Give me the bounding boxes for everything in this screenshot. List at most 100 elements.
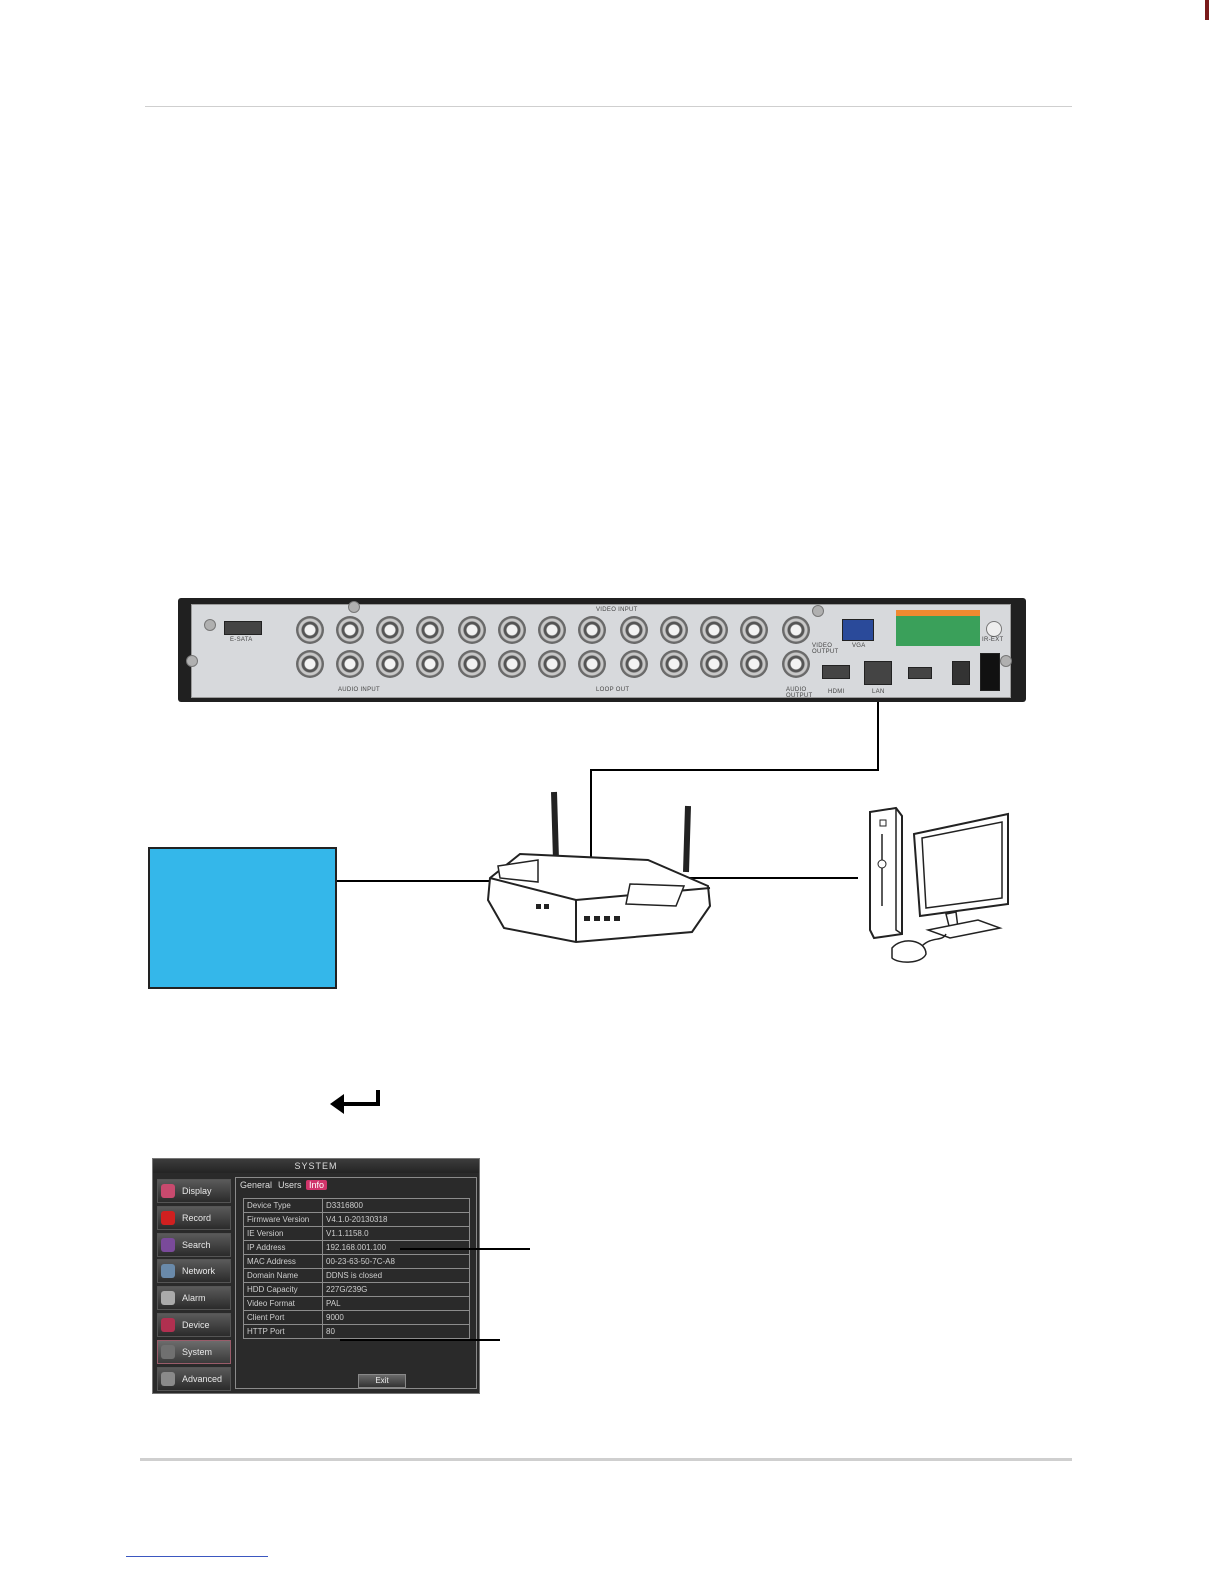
bnc-connector xyxy=(620,650,648,678)
bnc-connector xyxy=(740,650,768,678)
bnc-connector xyxy=(700,616,728,644)
computer-icon xyxy=(869,806,1009,963)
vga-port xyxy=(842,619,874,641)
bnc-connector xyxy=(620,616,648,644)
bnc-connector xyxy=(296,616,324,644)
vga-label: VGA xyxy=(852,643,866,649)
info-key: HDD Capacity xyxy=(243,1282,323,1297)
footer-link-underline[interactable] xyxy=(126,1556,268,1557)
audio-output-label: AUDIO OUTPUT xyxy=(786,687,813,699)
info-value: 80 xyxy=(322,1324,470,1339)
info-value: V1.1.1158.0 xyxy=(322,1226,470,1241)
tab-info[interactable]: Info xyxy=(306,1180,328,1190)
menu-label: Alarm xyxy=(182,1293,206,1304)
usb-port xyxy=(908,667,932,679)
lan-cable-line xyxy=(590,769,592,879)
menu-alarm-button[interactable]: Alarm xyxy=(157,1286,231,1311)
menu-label: Display xyxy=(182,1186,212,1196)
bnc-connector xyxy=(498,650,526,678)
info-value: 9000 xyxy=(322,1310,470,1325)
menu-label: Network xyxy=(182,1266,216,1277)
ir-ext-jack xyxy=(986,621,1002,637)
bnc-connector xyxy=(376,616,404,644)
alarm-icon xyxy=(161,1291,175,1306)
bnc-connector xyxy=(578,650,606,678)
esata-port xyxy=(224,621,262,635)
bnc-connector xyxy=(538,616,566,644)
ir-ext-label: IR-EXT xyxy=(982,637,1004,643)
internet-cable-line xyxy=(335,880,543,882)
info-key: Client Port xyxy=(243,1310,323,1325)
internet-box xyxy=(148,847,337,989)
bnc-connector xyxy=(660,650,688,678)
info-key: Firmware Version xyxy=(243,1212,323,1227)
info-value: PAL xyxy=(322,1296,470,1311)
lan-cable-line xyxy=(590,769,879,771)
menu-search-button[interactable]: Search xyxy=(157,1232,231,1257)
display-icon xyxy=(161,1184,175,1198)
terminal-block xyxy=(896,610,980,646)
enter-key-icon xyxy=(330,1090,380,1114)
menu-network-button[interactable]: Network xyxy=(157,1259,231,1284)
tab-general[interactable]: General xyxy=(240,1180,273,1190)
screw-icon xyxy=(1000,655,1012,667)
advanced-icon xyxy=(161,1371,175,1386)
header-rule xyxy=(145,106,1072,107)
bnc-connector xyxy=(458,616,486,644)
info-value: 227G/239G xyxy=(322,1282,470,1297)
menu-label: System xyxy=(182,1346,213,1357)
bnc-connector xyxy=(538,650,566,678)
menu-system-button[interactable]: System xyxy=(157,1339,231,1364)
bnc-connector xyxy=(578,616,606,644)
menu-device-button[interactable]: Device xyxy=(157,1313,231,1337)
screw-icon xyxy=(204,619,216,631)
system-icon xyxy=(161,1344,175,1359)
bnc-connector xyxy=(416,616,444,644)
menu-label: Advanced xyxy=(182,1373,223,1384)
power-switch xyxy=(980,653,1000,691)
search-icon xyxy=(161,1237,175,1252)
bnc-connector xyxy=(416,650,444,678)
info-value: 00-23-63-50-7C-A8 xyxy=(322,1254,470,1269)
video-output-label: VIDEO OUTPUT xyxy=(812,643,839,655)
info-value: D3316800 xyxy=(322,1198,470,1213)
bnc-connector xyxy=(458,650,486,678)
exit-button[interactable]: Exit xyxy=(358,1374,406,1388)
lan-port xyxy=(864,661,892,685)
tab-users[interactable]: Users xyxy=(278,1180,302,1190)
loop-out-label: LOOP OUT xyxy=(596,687,630,693)
info-key: HTTP Port xyxy=(243,1324,323,1339)
menu-advanced-button[interactable]: Advanced xyxy=(157,1366,231,1391)
bnc-connector xyxy=(336,650,364,678)
bnc-connector xyxy=(660,616,688,644)
hdmi-label: HDMI xyxy=(828,689,845,695)
menu-display-button[interactable]: Display xyxy=(157,1179,231,1203)
bnc-connector xyxy=(782,616,810,644)
bnc-connector xyxy=(782,650,810,678)
menu-record-button[interactable]: Record xyxy=(157,1205,231,1230)
http-port-callout-line xyxy=(340,1339,500,1341)
info-key: MAC Address xyxy=(243,1254,323,1269)
screw-icon xyxy=(348,601,360,613)
bnc-connector xyxy=(296,650,324,678)
menu-label: Record xyxy=(182,1212,212,1223)
corner-mark xyxy=(1205,0,1209,20)
lan-cable-line xyxy=(877,702,879,770)
audio-input-label: AUDIO INPUT xyxy=(338,687,380,693)
info-key: IP Address xyxy=(243,1240,323,1255)
info-key: Device Type xyxy=(243,1198,323,1213)
info-value: DDNS is closed xyxy=(322,1268,470,1283)
esata-label: E-SATA xyxy=(230,637,253,643)
bnc-connector xyxy=(700,650,728,678)
info-key: Domain Name xyxy=(243,1268,323,1283)
